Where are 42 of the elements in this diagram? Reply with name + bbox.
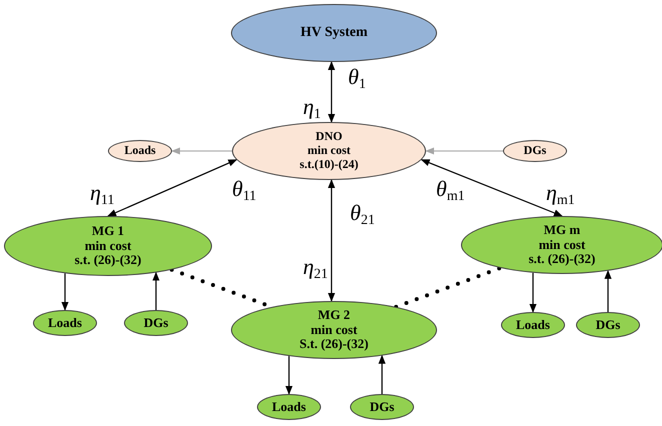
node-text: S.t. (26)-(32): [300, 337, 368, 352]
parameter-label: θ$_{11}$: [232, 178, 256, 200]
node-text: MG 1: [92, 224, 124, 239]
dotted-line: [394, 266, 502, 309]
node-text: Loads: [124, 144, 156, 158]
arrow: [328, 61, 336, 123]
parameter-label: η$_{m1}$: [546, 182, 575, 204]
node-text: min cost: [538, 238, 586, 252]
node-text: Loads: [516, 318, 550, 332]
node-text: min cost: [310, 322, 358, 338]
parameter-label: η$_{1}$: [303, 96, 321, 118]
node-text: DGs: [596, 318, 620, 332]
node-text: DGs: [370, 400, 394, 414]
node-text: s.t.(10)-(24): [300, 158, 358, 172]
arrow: [61, 273, 69, 311]
node-text: DNO: [316, 130, 342, 144]
node-text: s.t. (26)-(32): [74, 253, 142, 268]
node-text: DGs: [524, 144, 546, 158]
node-text: Loads: [48, 316, 82, 330]
node-text: MG m: [544, 222, 580, 238]
arrow: [285, 356, 293, 395]
arrow: [378, 354, 386, 394]
node-text: DGs: [144, 316, 168, 330]
arrow: [152, 272, 160, 310]
arrow: [425, 147, 504, 155]
node-text: MG 2: [318, 308, 350, 323]
node-text: HV System: [300, 24, 368, 42]
arrow: [171, 147, 232, 155]
parameter-label: θ$_{m1}$: [436, 178, 465, 200]
node-text: Loads: [272, 400, 306, 414]
arrow: [420, 159, 563, 217]
parameter-label: η$_{21}$: [303, 256, 328, 278]
arrow: [328, 179, 336, 302]
node-text: min cost: [308, 144, 350, 158]
arrow: [107, 159, 238, 217]
node-text: s.t. (26)-(32): [528, 252, 596, 268]
arrow: [529, 272, 537, 313]
parameter-label: θ$_{21}$: [350, 202, 375, 224]
node-text: min cost: [84, 238, 132, 254]
parameter-label: θ$_{1}$: [348, 66, 366, 88]
arrow: [604, 270, 612, 312]
parameter-label: η$_{11}$: [90, 182, 114, 204]
